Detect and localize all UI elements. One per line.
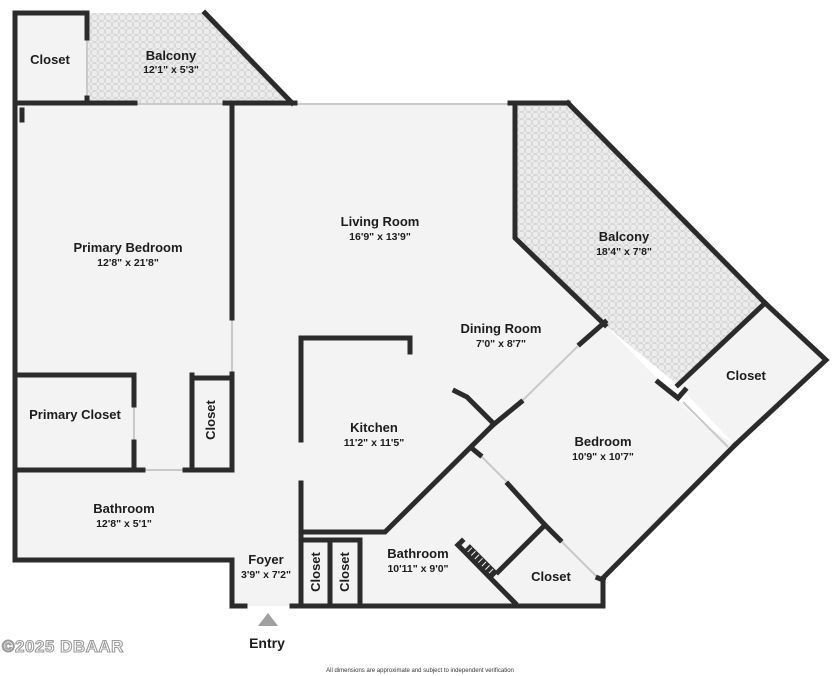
balcony-top-floor bbox=[87, 13, 292, 103]
closet-bottom-label: Closet bbox=[531, 569, 571, 584]
primary-bedroom-dims: 12'8" x 21'8" bbox=[97, 257, 159, 269]
main-floor bbox=[15, 103, 735, 606]
walls bbox=[12, 9, 830, 609]
bathroom-left-label: Bathroom bbox=[93, 501, 154, 516]
balcony-right-label: Balcony bbox=[599, 229, 650, 244]
dining-room-dims: 7'0" x 8'7" bbox=[476, 338, 526, 350]
closet-right-label: Closet bbox=[726, 368, 766, 383]
floor-areas bbox=[15, 13, 826, 606]
bathroom-left-dims: 12'8" x 5'1" bbox=[96, 518, 152, 530]
right-closet-floor bbox=[678, 303, 826, 445]
copyright-watermark: ©2025 DBAAR bbox=[2, 637, 124, 656]
primary-closet-label: Primary Closet bbox=[29, 407, 121, 422]
living-room-dims: 16'9" x 13'9" bbox=[349, 231, 411, 243]
closet-vertical-2-label: Closet bbox=[308, 551, 323, 591]
bathroom-vent bbox=[464, 544, 499, 579]
balcony-top-label: Balcony bbox=[146, 48, 197, 63]
bathroom-right-label: Bathroom bbox=[387, 546, 448, 561]
foyer-label: Foyer bbox=[248, 552, 283, 567]
bedroom-dims: 10'9" x 10'7" bbox=[572, 451, 634, 463]
kitchen-dims: 11'2" x 11'5" bbox=[344, 437, 405, 449]
balcony-top-dims: 12'1" x 5'3" bbox=[143, 64, 199, 76]
top-closet-floor bbox=[15, 13, 87, 103]
balcony-right-dims: 18'4" x 7'8" bbox=[596, 246, 652, 258]
entry-arrow-icon bbox=[258, 613, 278, 626]
disclaimer-text: All dimensions are approximate and subje… bbox=[326, 668, 514, 674]
closet-vertical-1-label: Closet bbox=[203, 399, 218, 439]
kitchen-label: Kitchen bbox=[350, 420, 398, 435]
dining-room-label: Dining Room bbox=[461, 321, 542, 336]
room-labels: Closet Balcony 12'1" x 5'3" Primary Bedr… bbox=[29, 48, 766, 651]
living-room-label: Living Room bbox=[341, 214, 420, 229]
entry-label: Entry bbox=[249, 635, 285, 651]
balcony-right-floor bbox=[515, 103, 765, 385]
closet-top-label: Closet bbox=[30, 52, 70, 67]
bathroom-right-dims: 10'11" x 9'0" bbox=[387, 563, 448, 575]
closet-vertical-3-label: Closet bbox=[337, 551, 352, 591]
bedroom-label: Bedroom bbox=[574, 434, 631, 449]
primary-bedroom-label: Primary Bedroom bbox=[73, 240, 182, 255]
foyer-dims: 3'9" x 7'2" bbox=[241, 569, 291, 581]
